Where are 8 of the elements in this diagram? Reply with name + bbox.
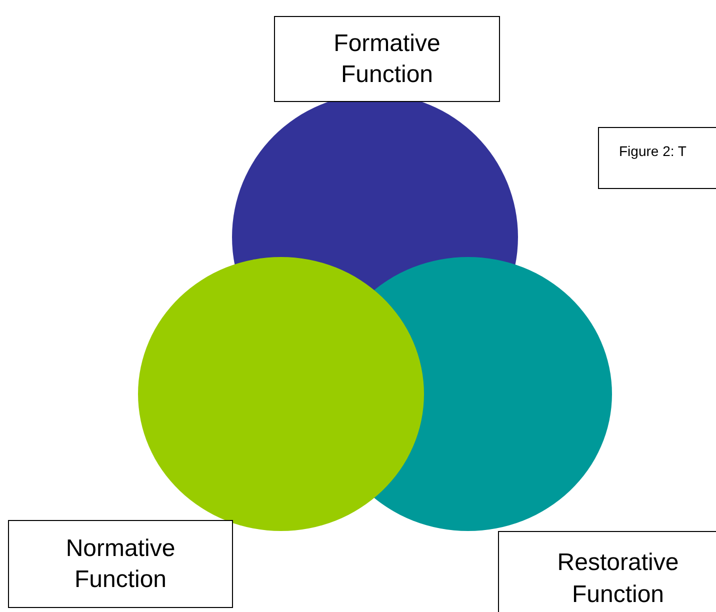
label-box — [598, 127, 716, 189]
label-text: Restorative Function — [556, 548, 680, 610]
label-text: Formative Function — [332, 28, 442, 90]
label-box — [498, 531, 716, 612]
label-text: Figure 2: T — [619, 142, 686, 160]
label-box — [8, 520, 233, 608]
label-box — [274, 16, 500, 102]
label-text: Normative Function — [64, 534, 176, 595]
